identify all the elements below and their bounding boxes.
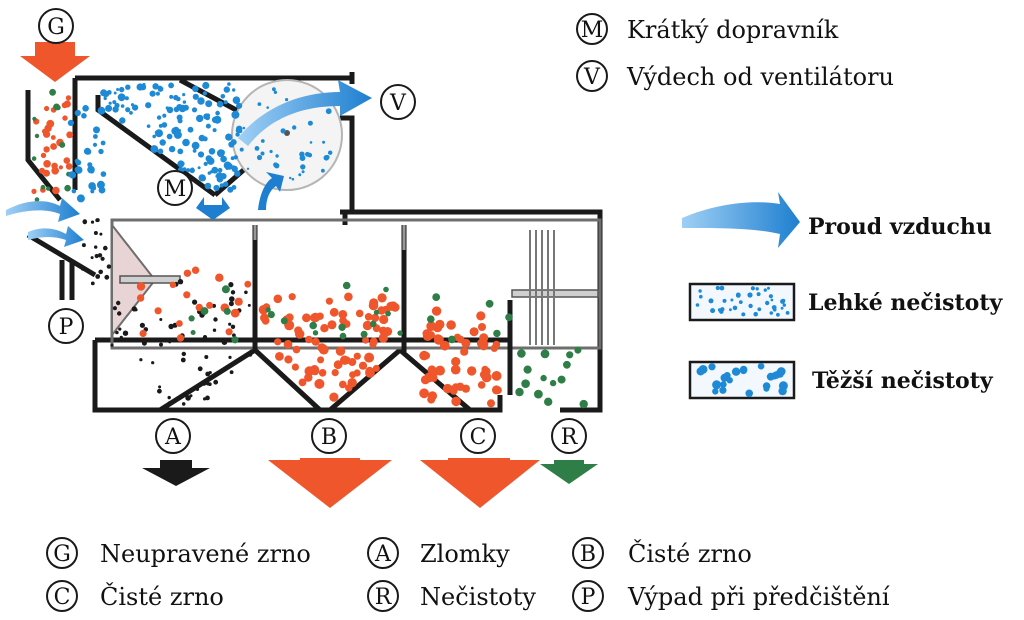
legend-heavy-swatch	[688, 360, 796, 400]
svg-text:M: M	[164, 177, 187, 202]
legend-light-dots	[695, 285, 790, 317]
light-impurity-particles	[102, 81, 243, 193]
bottom-legend-item-p: P Výpad při předčištění	[572, 580, 890, 612]
bottom-legend-item-b: B Čisté zrno	[572, 537, 752, 569]
fan-airflow-arrow	[258, 172, 284, 210]
top-legend-item-m: M Krátký dopravník	[576, 13, 839, 45]
svg-text:Výpad při předčištění: Výpad při předčištění	[627, 583, 890, 611]
svg-text:Zlomky: Zlomky	[420, 540, 510, 568]
marker-m: M	[157, 170, 193, 206]
marker-r: R	[551, 418, 587, 454]
outlet-arrow-b	[268, 458, 392, 508]
svg-text:Čisté zrno: Čisté zrno	[100, 582, 224, 611]
inlet-airflow-arrow-1	[6, 198, 80, 222]
green-outlet-particles	[515, 346, 588, 409]
legend-heavy-label: Těžší nečistoty	[812, 368, 994, 394]
marker-g: G	[38, 8, 74, 44]
top-legend-item-v: V Výdech od ventilátoru	[576, 60, 894, 92]
legend-airflow-arrow	[682, 192, 800, 248]
svg-text:A: A	[374, 542, 392, 567]
outlet-arrow-r	[540, 460, 598, 484]
inlet-grain-particles	[31, 95, 74, 195]
svg-text:Výdech od ventilátoru: Výdech od ventilátoru	[626, 63, 894, 91]
clean-grain-b-particles	[258, 292, 400, 402]
svg-text:Neupravené zrno: Neupravené zrno	[100, 540, 311, 568]
marker-p: P	[48, 308, 84, 344]
svg-text:C: C	[54, 585, 71, 610]
svg-text:V: V	[583, 65, 601, 90]
exhaust-airflow-arrow	[238, 80, 372, 146]
marker-b: B	[311, 418, 347, 454]
outlet-arrow-a	[142, 460, 210, 486]
marker-c: C	[460, 418, 496, 454]
svg-text:V: V	[389, 91, 407, 116]
sieve-rod-left	[119, 275, 181, 284]
marker-v: V	[380, 84, 416, 120]
svg-text:Nečistoty: Nečistoty	[420, 583, 536, 611]
legend-airflow-label: Proud vzduchu	[808, 214, 992, 240]
partition-caps	[253, 225, 406, 250]
svg-text:A: A	[164, 425, 182, 450]
outlet-grid	[529, 230, 555, 345]
svg-text:G: G	[53, 542, 71, 567]
inlet-airflow-arrow-2	[28, 226, 84, 247]
conveyor-down-arrow	[196, 197, 230, 220]
svg-text:B: B	[580, 542, 596, 567]
bottom-legend-item-r: R Nečistoty	[367, 580, 536, 612]
svg-text:Krátký dopravník: Krátký dopravník	[627, 16, 839, 44]
svg-text:R: R	[375, 585, 393, 610]
svg-text:R: R	[561, 425, 579, 450]
bottom-legend-item-c: C Čisté zrno	[46, 580, 224, 612]
svg-text:M: M	[581, 18, 604, 43]
sieve-a-grain-particles	[136, 266, 252, 342]
svg-text:G: G	[47, 15, 65, 40]
sieve-frame	[110, 218, 602, 350]
svg-text:B: B	[321, 425, 337, 450]
green-impurity-particles	[188, 281, 513, 344]
right-legend: Proud vzduchu Lehké nečistoty Těžší neči…	[688, 214, 1003, 400]
grain-inlet-arrow	[20, 42, 90, 82]
falling-black-particles	[80, 218, 112, 286]
clean-grain-c-particles	[419, 306, 502, 408]
inlet-blue-particles	[67, 89, 108, 203]
inlet-green-particles	[31, 88, 71, 202]
legend-light-label: Lehké nečistoty	[808, 290, 1003, 316]
bottom-legend: G Neupravené zrno A Zlomky B Čisté zrno …	[46, 537, 890, 612]
bottom-legend-item-g: G Neupravené zrno	[46, 537, 311, 569]
marker-a: A	[155, 418, 191, 454]
svg-text:C: C	[470, 425, 487, 450]
svg-text:P: P	[59, 315, 74, 340]
legend-heavy-dots	[696, 362, 788, 398]
bottom-legend-item-a: A Zlomky	[367, 537, 510, 569]
svg-text:Čisté zrno: Čisté zrno	[628, 539, 752, 568]
svg-text:P: P	[581, 585, 596, 610]
top-legend: M Krátký dopravník V Výdech od ventiláto…	[576, 13, 894, 92]
outlet-arrow-c	[420, 458, 540, 508]
